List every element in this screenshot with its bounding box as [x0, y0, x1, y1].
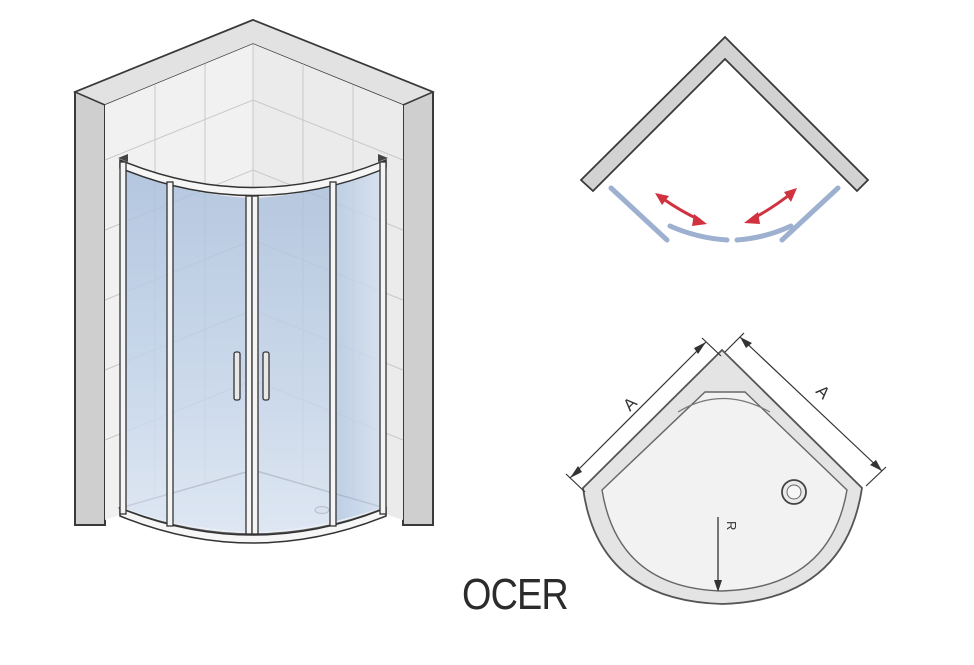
dimension-arrow-left-1	[570, 466, 582, 478]
door-opening-diagram	[579, 35, 870, 243]
top-hook-right	[378, 154, 388, 162]
dimension-tick-left-1	[565, 473, 586, 493]
dimension-label-right: A	[812, 381, 834, 403]
tray-dimension-drawing: A A R	[565, 332, 887, 605]
door-motion-arrows	[655, 188, 797, 226]
sliding-door-left	[667, 223, 730, 243]
glass-left-fixed	[123, 165, 170, 522]
bottom-rail	[119, 506, 387, 544]
dimension-line-left	[569, 341, 707, 479]
left-door-handle-icon	[233, 351, 241, 401]
dimension-arrow-left-2	[694, 342, 706, 354]
top-hook-left	[118, 154, 128, 162]
tray-back-curve	[677, 398, 771, 413]
arrowhead-right-b	[744, 212, 760, 224]
sliding-door-right	[734, 223, 794, 243]
dimension-arrow-right-1	[740, 337, 752, 348]
dimension-line-right	[739, 336, 883, 472]
dimension-arrow-right-2	[870, 460, 882, 471]
arrowhead-right-a	[784, 188, 797, 202]
fixed-panel-left	[608, 185, 670, 243]
radius-label: R	[724, 521, 739, 530]
tray-drain-inner	[786, 484, 802, 500]
arrowhead-left-b	[692, 214, 707, 226]
shower-3d-view	[73, 18, 435, 544]
model-name: OCER	[462, 570, 569, 619]
glass-right-door	[255, 185, 333, 532]
glass-left-door	[170, 185, 250, 532]
dimension-label-left: A	[619, 393, 641, 415]
radius-arrow	[714, 580, 722, 592]
dimension-tick-right-2	[865, 466, 887, 487]
fixed-panel-right	[779, 185, 841, 243]
dimension-tick-right-1	[724, 332, 745, 353]
right-door-handle-icon	[262, 351, 270, 401]
arrowhead-left-a	[655, 193, 669, 205]
dimension-tick-left-2	[701, 337, 722, 357]
glass-right-fixed	[333, 165, 382, 522]
corner-walls	[579, 35, 870, 193]
tray-basin	[601, 391, 848, 592]
vertical-profiles	[119, 161, 387, 535]
